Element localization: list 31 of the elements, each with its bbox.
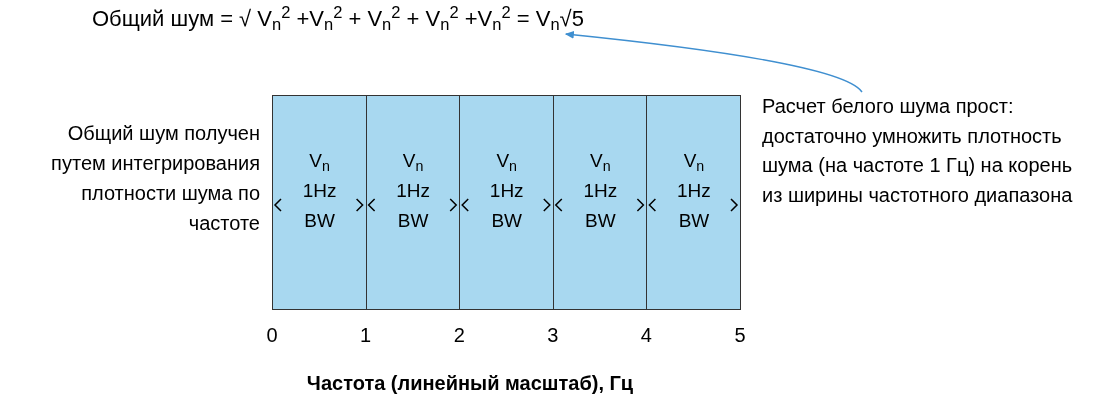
cell-text: BW	[304, 209, 335, 233]
cell-text: V$_{n}$	[496, 149, 518, 176]
bandwidth-cell	[272, 95, 368, 310]
cell-text: 1Hz	[583, 179, 618, 203]
formula: Общий шум = √ V$_{n}$$^{2}$ +V$_{n}$$^{2}$ + V$_{n}$$^{2}$ + V$_{n}$$^{2}$ +V$_{n}$$^{2}$ = V$_{n}$√5	[92, 4, 584, 34]
annotation-text: Общий шум получен путем интегрирования плотности шума по частоте	[50, 121, 260, 236]
cell-text: 1Hz	[302, 179, 337, 203]
note-text: Расчет белого шума прост: достаточно умножить плотность шума (на частоте 1 Гц) на корень из ширины частотного диапазона	[762, 92, 1092, 210]
tick-label: 5	[733, 323, 747, 348]
bandwidth-cell	[646, 95, 742, 310]
cell-text: BW	[678, 209, 710, 233]
tick-label: 2	[452, 323, 466, 348]
bandwidth-cell	[459, 95, 555, 310]
cell-text: V$_{n}$	[683, 149, 705, 176]
cell-text: V$_{n}$	[590, 149, 611, 176]
tick-label: 0	[265, 323, 279, 348]
cell-text: BW	[585, 209, 616, 233]
bandwidth-cell	[365, 95, 461, 310]
cell-text: BW	[491, 209, 523, 233]
cell-text: 1Hz	[396, 179, 431, 203]
tick-label: 4	[639, 323, 653, 348]
tick-label: 3	[546, 323, 560, 348]
cell-text: 1Hz	[489, 179, 524, 203]
leader-arrow	[564, 30, 863, 93]
cell-text: V$_{n}$	[309, 149, 330, 176]
cell-text: BW	[397, 209, 429, 233]
tick-label: 1	[359, 323, 373, 348]
cell-text: V$_{n}$	[402, 149, 424, 176]
bandwidth-cell	[552, 95, 648, 310]
cell-text: 1Hz	[677, 179, 711, 203]
axis-title: Частота (линейный масштаб), Гц	[305, 371, 635, 396]
